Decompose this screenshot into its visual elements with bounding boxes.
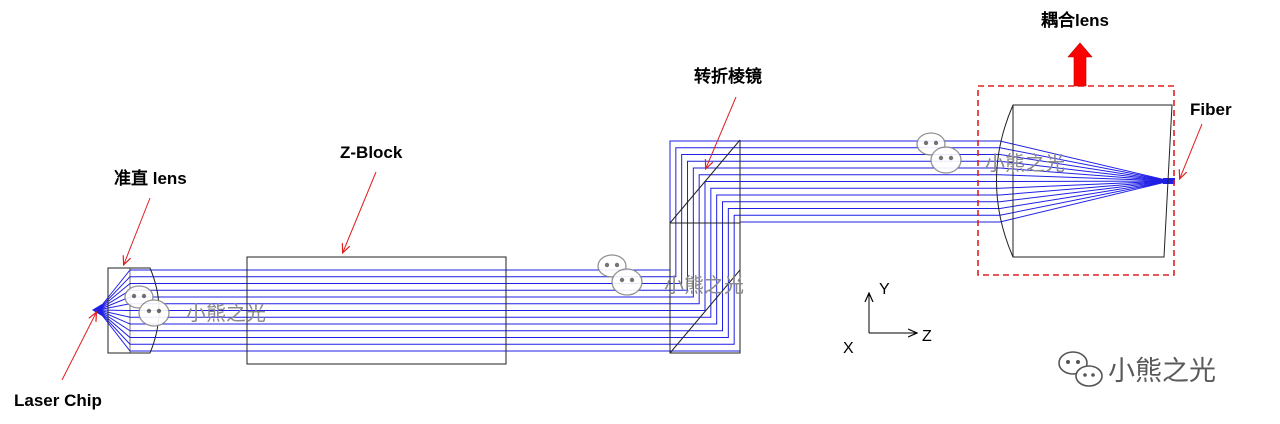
wechat-icon — [597, 254, 643, 296]
turning-prism-arrow — [706, 96, 737, 168]
watermark-text-1: 小熊之光 — [186, 301, 266, 325]
collimating-lens-label: 准直 lens — [114, 168, 187, 188]
z-block-shape — [246, 256, 507, 365]
arrow-up-icon — [1067, 42, 1093, 87]
coupling-lens-shape — [996, 104, 1173, 258]
z-block-arrow — [343, 171, 377, 252]
axis-z-label: Z — [922, 328, 932, 345]
watermark-text-2: 小熊之光 — [664, 273, 744, 297]
z-block-label: Z-Block — [340, 143, 403, 162]
wechat-icon — [916, 132, 962, 174]
turning-prism-shape — [669, 139, 741, 354]
collimating-lens-arrow — [124, 197, 151, 264]
fiber-focus-point — [1163, 178, 1175, 184]
axis-x-label: X — [843, 340, 854, 357]
fiber-label: Fiber — [1190, 100, 1232, 119]
wechat-icon — [1058, 351, 1103, 387]
laser-chip-source — [92, 304, 102, 316]
fiber-arrow — [1180, 123, 1203, 178]
corner-watermark-text: 小熊之光 — [1108, 356, 1216, 387]
axis-indicator: Y Z X — [843, 281, 932, 357]
axis-y-label: Y — [879, 281, 890, 298]
wechat-icon — [124, 285, 170, 327]
turning-prism-label: 转折棱镜 — [694, 66, 762, 86]
watermark-text-3: 小熊之光 — [985, 151, 1065, 175]
coupling-lens-highlight-box — [977, 85, 1175, 276]
laser-chip-label: Laser Chip — [14, 391, 102, 410]
laser-chip-arrow — [61, 313, 96, 381]
ray — [97, 180, 1171, 352]
coupling-lens-label: 耦合lens — [1041, 10, 1109, 30]
